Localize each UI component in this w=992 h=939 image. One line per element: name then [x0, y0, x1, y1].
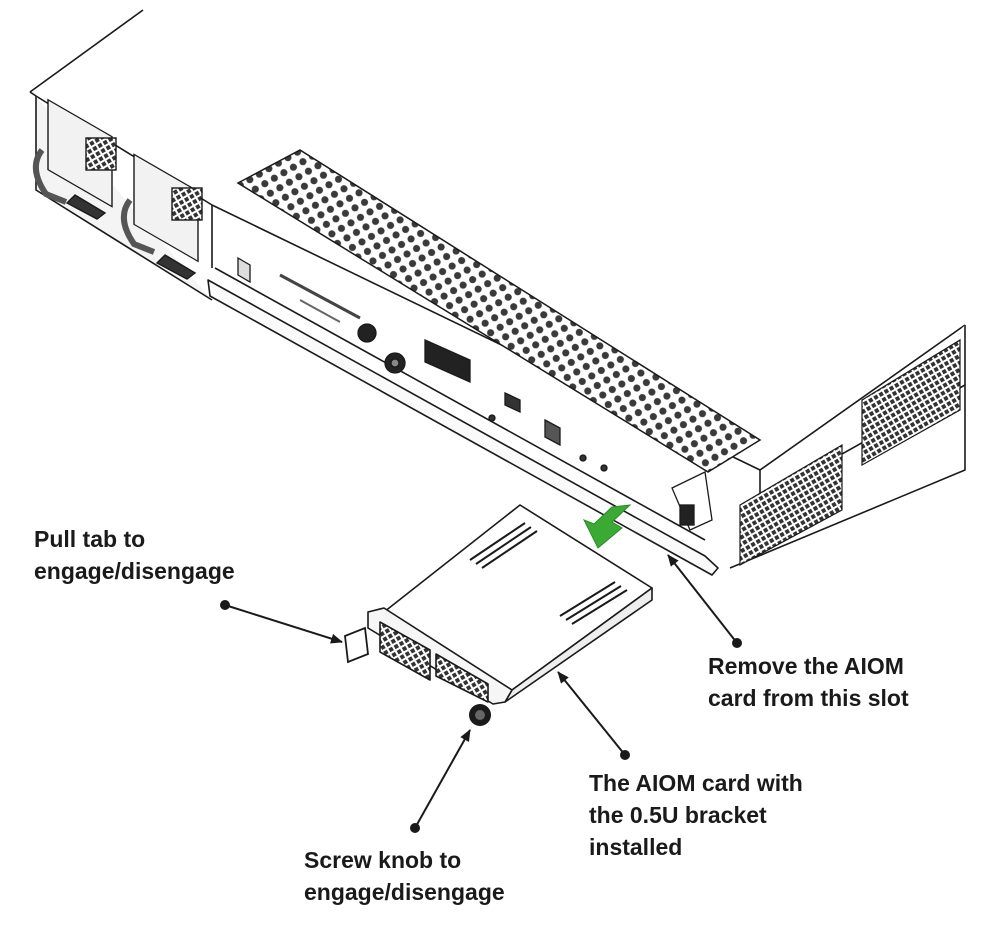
pull-tab-callout-line1: Pull tab to	[34, 526, 146, 552]
screw-knob-callout: Screw knob to engage/disengage	[304, 844, 505, 908]
remove-slot-callout: Remove the AIOM card from this slot	[708, 650, 909, 714]
side-grille	[739, 443, 843, 567]
aiom-card-callout-line3: installed	[589, 834, 683, 860]
aiom-card-callout: The AIOM card with the 0.5U bracket inst…	[589, 767, 803, 863]
screw-knob	[469, 704, 491, 726]
remove-slot-leader	[667, 554, 738, 644]
aiom-card	[367, 504, 653, 705]
removal-direction-arrow	[582, 504, 632, 549]
aiom-card-callout-line2: the 0.5U bracket	[589, 802, 767, 828]
pull-tab-leader	[224, 604, 343, 644]
screw-knob-callout-line1: Screw knob to	[304, 847, 462, 873]
aiom-card-leader-dot	[620, 750, 630, 760]
power-supply-1	[33, 98, 117, 220]
remove-slot-callout-line2: card from this slot	[708, 685, 909, 711]
screw-knob-leader	[414, 729, 471, 829]
remove-slot-leader-dot	[732, 638, 742, 648]
power-supply-2	[121, 153, 203, 280]
screw-knob-leader-dot	[410, 823, 420, 833]
pull-tab-callout-line2: engage/disengage	[34, 558, 235, 584]
pull-tab	[344, 626, 369, 664]
callout-leaders	[220, 554, 742, 833]
top-vent	[236, 149, 762, 473]
remove-slot-callout-line1: Remove the AIOM	[708, 653, 904, 679]
pull-tab-callout: Pull tab to engage/disengage	[34, 523, 235, 587]
pull-tab-leader-dot	[220, 600, 230, 610]
screw-knob-callout-line2: engage/disengage	[304, 879, 505, 905]
slot-interior	[237, 256, 713, 531]
aiom-card-callout-line1: The AIOM card with	[589, 770, 803, 796]
aiom-card-leader	[557, 671, 626, 756]
